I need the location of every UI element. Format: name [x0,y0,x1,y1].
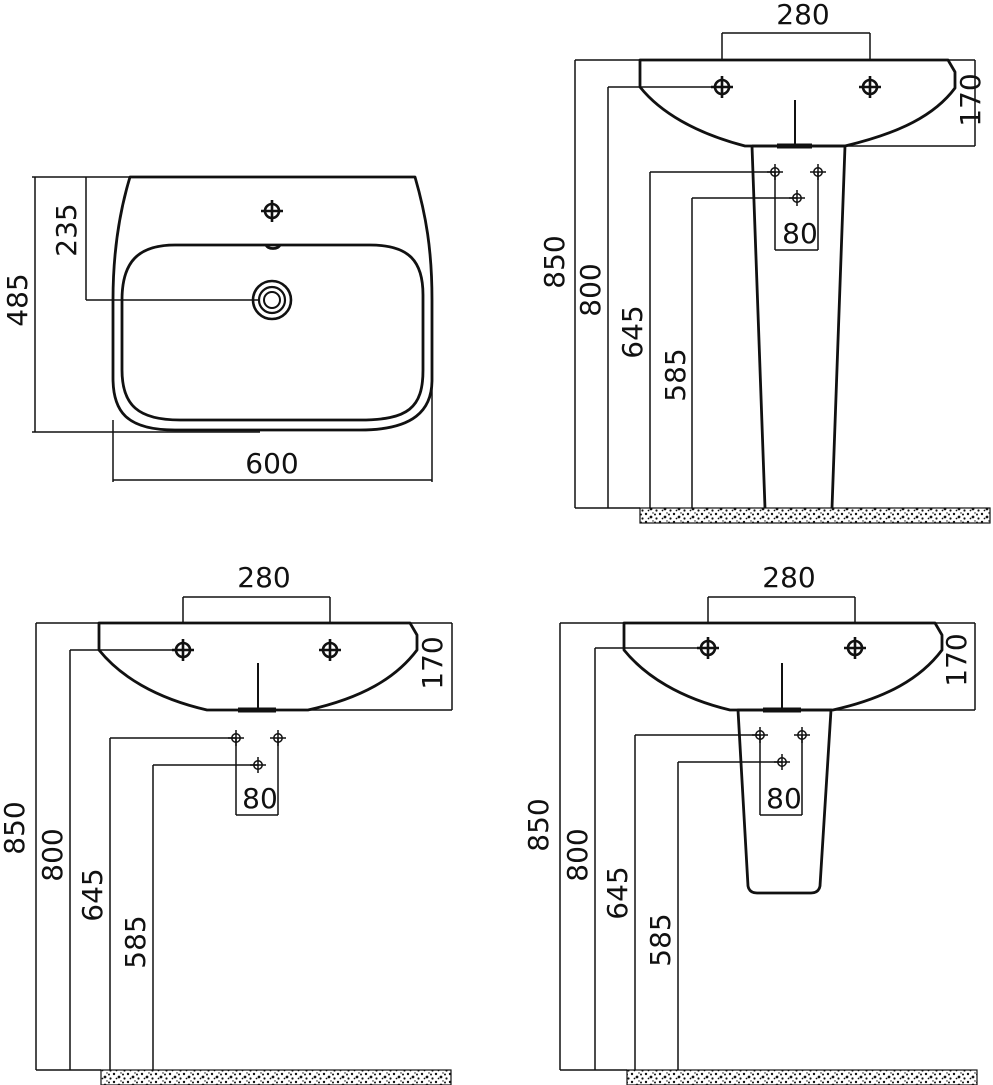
half-pedestal-view: 280 80 170 850 800 645 585 [522,561,978,1085]
tap-to-drain-dimension: 235 [50,203,83,256]
basin-height-dimension: 170 [940,633,973,686]
drain-icon [251,279,293,321]
bowl-outline [120,243,425,422]
floor [626,1069,978,1085]
top-view: 600 485 235 [1,175,434,482]
supply-spacing-dimension: 80 [782,217,818,250]
floor-to-tap-dimension: 800 [561,828,594,881]
floor [100,1069,452,1085]
half-pedestal [736,708,833,895]
width-dimension: 600 [245,447,298,480]
supply-spacing-dimension: 80 [242,782,278,815]
floor-to-tap-dimension: 800 [574,263,607,316]
tap-hole-right-icon [842,635,868,661]
floor-to-tap-dimension: 800 [36,828,69,881]
tap-hole-right-icon [317,637,343,663]
tap-spacing-dimension: 280 [237,561,290,594]
tap-spacing-dimension: 280 [776,0,829,31]
tap-hole-right-icon [857,74,883,100]
floor-to-supply-dimension: 645 [616,305,649,358]
floor-to-rim-dimension: 850 [0,801,31,854]
basin-height-dimension: 170 [416,636,449,689]
pedestal-view: 280 80 170 850 800 645 585 [538,0,991,524]
tap-hole-icon [259,198,285,224]
floor [639,507,991,524]
floor-to-supply-dimension: 645 [601,866,634,919]
floor-to-rim-dimension: 850 [522,798,555,851]
floor-to-supply-dimension: 645 [76,868,109,921]
wall-hung-view: 280 80 170 850 800 645 585 [0,561,453,1085]
floor-to-rim-dimension: 850 [538,235,571,288]
overflow-slot [264,243,282,250]
floor-to-waste-dimension: 585 [644,913,677,966]
basin-outline [111,175,434,432]
floor-to-waste-dimension: 585 [659,348,692,401]
pedestal-column [750,144,847,509]
supply-spacing-dimension: 80 [766,782,802,815]
tap-spacing-dimension: 280 [762,561,815,594]
depth-dimension: 485 [1,273,34,326]
basin-height-dimension: 170 [954,73,987,126]
basin-profile [638,58,957,148]
floor-to-waste-dimension: 585 [119,915,152,968]
